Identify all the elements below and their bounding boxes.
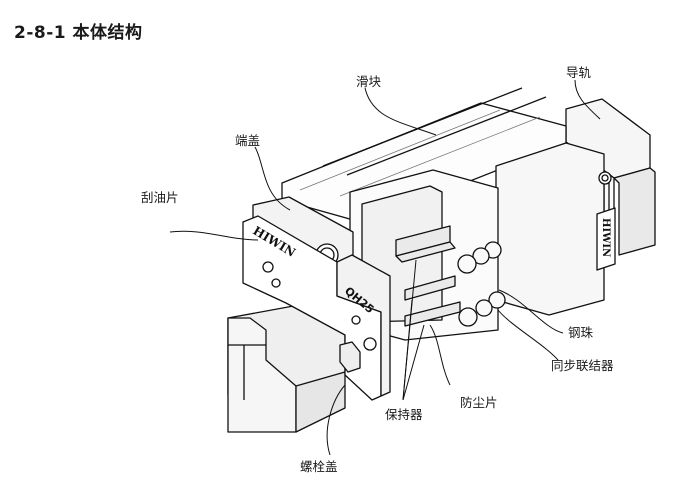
label-retainer: 保持器: [385, 407, 423, 422]
label-scraper: 刮油片: [141, 190, 179, 205]
brand-marking-side: HIWIN: [600, 218, 611, 257]
steel-balls: [457, 241, 506, 327]
bolt-cap-detail: [339, 341, 361, 373]
retainer-strips: [395, 225, 461, 327]
label-steel-ball: 钢珠: [568, 325, 594, 340]
label-slider: 滑块: [356, 74, 382, 89]
label-end-cap: 端盖: [235, 133, 261, 148]
leader-lines: [169, 79, 601, 456]
label-synchronizer: 同步联结器: [551, 358, 614, 373]
label-dust-seal: 防尘片: [460, 395, 498, 410]
label-bolt-cap: 螺栓盖: [300, 459, 338, 474]
page-title: 2-8-1 本体结构: [14, 23, 143, 43]
label-rail: 导轨: [566, 65, 592, 80]
